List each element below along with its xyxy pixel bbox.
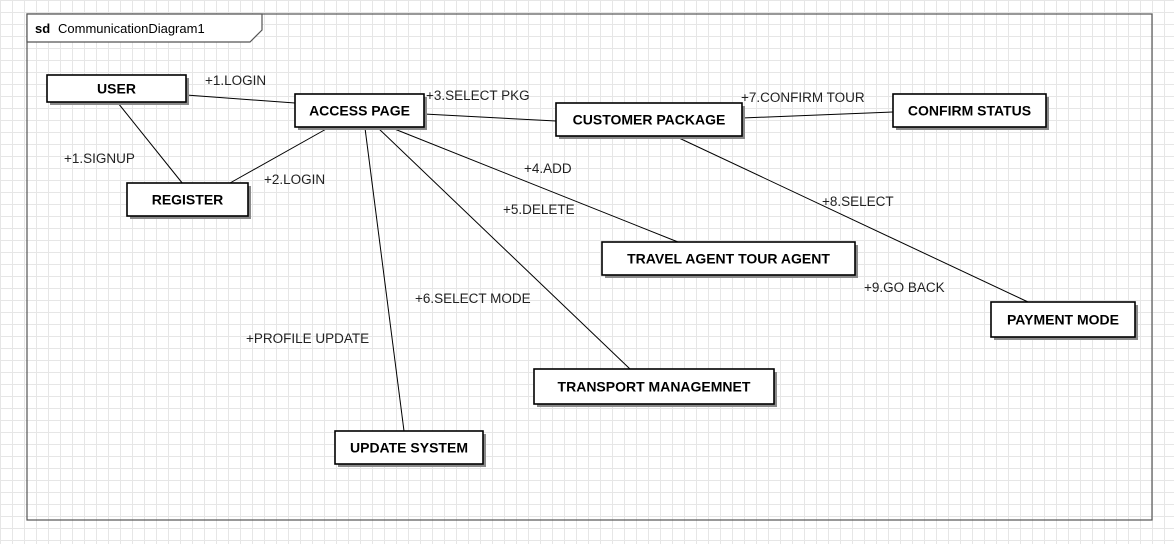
object-register-label: REGISTER bbox=[152, 192, 224, 208]
link-user-register bbox=[117, 102, 184, 185]
msg-1-login: +1.LOGIN bbox=[205, 73, 266, 88]
object-access-page-label: ACCESS PAGE bbox=[309, 103, 410, 119]
diagram-frame: sd CommunicationDiagram1 bbox=[26, 13, 1153, 521]
object-confirm-status[interactable]: CONFIRM STATUS bbox=[892, 93, 1049, 130]
object-travel-agent-label: TRAVEL AGENT TOUR AGENT bbox=[627, 251, 830, 267]
msg-5-delete: +5.DELETE bbox=[503, 202, 575, 217]
object-update-system[interactable]: UPDATE SYSTEM bbox=[334, 430, 486, 467]
frame-keyword: sd bbox=[35, 21, 50, 36]
object-customer-package-label: CUSTOMER PACKAGE bbox=[573, 112, 726, 128]
msg-7-confirm-tour: +7.CONFIRM TOUR bbox=[741, 90, 865, 105]
object-user-label: USER bbox=[97, 81, 136, 97]
object-payment-mode-label: PAYMENT MODE bbox=[1007, 312, 1119, 328]
object-customer-package[interactable]: CUSTOMER PACKAGE bbox=[555, 102, 745, 139]
msg-4-add: +4.ADD bbox=[524, 161, 572, 176]
object-transport-management-label: TRANSPORT MANAGEMNET bbox=[558, 379, 751, 395]
frame-title: CommunicationDiagram1 bbox=[58, 21, 205, 36]
object-register[interactable]: REGISTER bbox=[126, 182, 251, 219]
msg-profile-update: +PROFILE UPDATE bbox=[246, 331, 369, 346]
msg-8-select: +8.SELECT bbox=[822, 194, 894, 209]
message-labels: +1.LOGIN +1.SIGNUP +2.LOGIN +3.SELECT PK… bbox=[64, 73, 945, 346]
object-travel-agent[interactable]: TRAVEL AGENT TOUR AGENT bbox=[601, 241, 858, 278]
link-access-customer bbox=[423, 113, 557, 122]
object-user[interactable]: USER bbox=[46, 74, 189, 105]
msg-6-select-mode: +6.SELECT MODE bbox=[415, 291, 531, 306]
object-transport-management[interactable]: TRANSPORT MANAGEMNET bbox=[533, 368, 777, 407]
link-access-update-system bbox=[364, 127, 405, 432]
frame-border bbox=[26, 13, 1153, 521]
link-customer-payment bbox=[678, 137, 1029, 303]
object-update-system-label: UPDATE SYSTEM bbox=[350, 440, 468, 456]
msg-3-select-pkg: +3.SELECT PKG bbox=[426, 88, 530, 103]
object-access-page[interactable]: ACCESS PAGE bbox=[294, 93, 427, 130]
link-access-transport bbox=[377, 127, 631, 370]
link-user-access bbox=[185, 94, 296, 104]
msg-9-go-back: +9.GO BACK bbox=[864, 280, 945, 295]
links bbox=[117, 94, 1029, 432]
object-payment-mode[interactable]: PAYMENT MODE bbox=[990, 301, 1138, 340]
msg-2-login: +2.LOGIN bbox=[264, 172, 325, 187]
link-register-access bbox=[229, 127, 329, 184]
link-customer-confirm bbox=[741, 111, 894, 119]
link-access-travel-agent bbox=[391, 127, 679, 243]
object-confirm-status-label: CONFIRM STATUS bbox=[908, 103, 1031, 119]
frame-tab bbox=[26, 13, 263, 43]
msg-1-signup: +1.SIGNUP bbox=[64, 151, 135, 166]
